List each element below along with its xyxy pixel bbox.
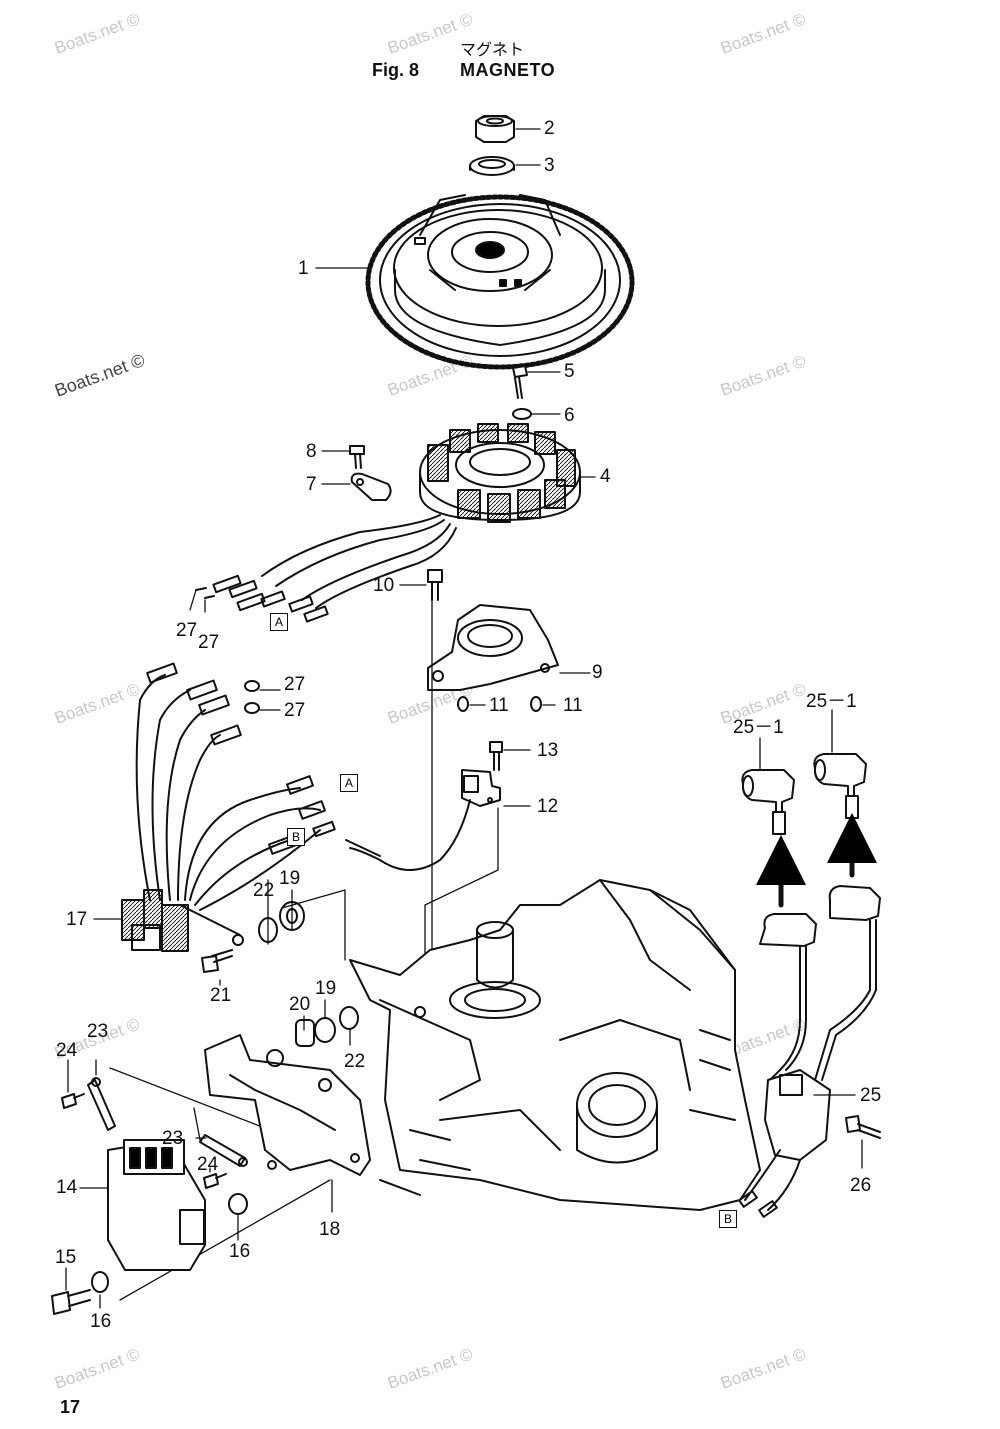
callout-14: 14 bbox=[56, 1177, 78, 1198]
callout-24: 24 bbox=[56, 1040, 78, 1061]
sensor-wire bbox=[349, 799, 471, 871]
washer-16b bbox=[91, 1271, 109, 1293]
sensor bbox=[461, 769, 501, 807]
spark-plug-cap bbox=[813, 753, 867, 819]
callout-20: 20 bbox=[289, 994, 311, 1015]
connector-cap bbox=[244, 702, 260, 714]
spark-plug-cap bbox=[741, 769, 795, 835]
callout-23: 23 bbox=[162, 1128, 184, 1149]
callout-25-1: 25－1 bbox=[733, 717, 784, 738]
dowel-pin bbox=[457, 696, 542, 712]
washer bbox=[469, 156, 515, 176]
callout-2: 2 bbox=[544, 118, 555, 139]
callout-16: 16 bbox=[229, 1241, 251, 1262]
callout-21: 21 bbox=[210, 985, 232, 1006]
japanese-title: マグネト bbox=[460, 40, 525, 59]
diagram-title: MAGNETO bbox=[460, 60, 556, 80]
collar bbox=[295, 1019, 315, 1047]
callout-15: 15 bbox=[55, 1247, 77, 1268]
callout-12: 12 bbox=[537, 796, 559, 817]
washer-16 bbox=[228, 1193, 248, 1215]
strap-screw bbox=[61, 1093, 227, 1189]
callout-27: 27 bbox=[284, 700, 306, 721]
flywheel bbox=[365, 194, 635, 370]
callout-24: 24 bbox=[197, 1154, 219, 1175]
callout-25: 25 bbox=[860, 1085, 882, 1106]
coil-bolt bbox=[845, 1115, 881, 1139]
ignition-coil bbox=[738, 885, 881, 1218]
clamp-screw bbox=[349, 445, 365, 469]
callout-25-1: 25－1 bbox=[806, 691, 857, 712]
ground-bolt bbox=[201, 934, 244, 973]
callout-27: 27 bbox=[284, 674, 306, 695]
callout-7: 7 bbox=[306, 474, 317, 495]
stator-bolt bbox=[512, 365, 528, 399]
callout-27: 27 bbox=[176, 620, 198, 641]
callout-19: 19 bbox=[279, 868, 301, 889]
stator-washer bbox=[512, 408, 532, 420]
callout-4: 4 bbox=[600, 466, 611, 487]
pulser-bolt bbox=[427, 569, 443, 601]
connector-ref-a: A bbox=[270, 613, 288, 631]
callout-9: 9 bbox=[592, 662, 603, 683]
cdi-unit bbox=[107, 1139, 206, 1271]
stator bbox=[419, 423, 581, 523]
callout-8: 8 bbox=[306, 441, 317, 462]
callout-11: 11 bbox=[563, 695, 583, 716]
wire-clamp bbox=[350, 472, 392, 501]
page-number: 17 bbox=[60, 1397, 81, 1417]
stator-wire-harness bbox=[195, 514, 457, 623]
sensor-screw bbox=[489, 741, 503, 771]
callout-10: 10 bbox=[373, 575, 395, 596]
callout-5: 5 bbox=[564, 361, 575, 382]
callout-3: 3 bbox=[544, 155, 555, 176]
callout-1: 1 bbox=[298, 258, 309, 279]
pulser-coil-base bbox=[427, 604, 559, 691]
cdi-bracket bbox=[204, 1034, 371, 1176]
callout-23: 23 bbox=[87, 1021, 109, 1042]
grommet-19b bbox=[314, 1017, 336, 1043]
callout-11: 11 bbox=[489, 695, 509, 716]
callout-13: 13 bbox=[537, 740, 559, 761]
callout-22: 22 bbox=[344, 1051, 366, 1072]
callout-18: 18 bbox=[319, 1219, 341, 1240]
connector-ref-b: B bbox=[287, 828, 305, 846]
connector-cap bbox=[244, 680, 260, 692]
flywheel-nut bbox=[475, 115, 515, 143]
connector-ref-b: B bbox=[719, 1210, 737, 1228]
connector-ref-a: A bbox=[340, 774, 358, 792]
callout-16: 16 bbox=[90, 1311, 112, 1332]
cdi-bolt bbox=[51, 1289, 91, 1315]
callout-26: 26 bbox=[850, 1175, 872, 1196]
washer-22b bbox=[339, 1006, 359, 1030]
callout-19: 19 bbox=[315, 978, 337, 999]
engine-block bbox=[349, 879, 761, 1211]
cdi-wire-harness bbox=[121, 662, 336, 952]
figure-number: Fig. 8 bbox=[372, 60, 420, 80]
callout-6: 6 bbox=[564, 405, 575, 426]
callout-22: 22 bbox=[253, 880, 275, 901]
callout-17: 17 bbox=[66, 909, 88, 930]
callout-27: 27 bbox=[198, 632, 220, 653]
strap bbox=[87, 1077, 248, 1167]
